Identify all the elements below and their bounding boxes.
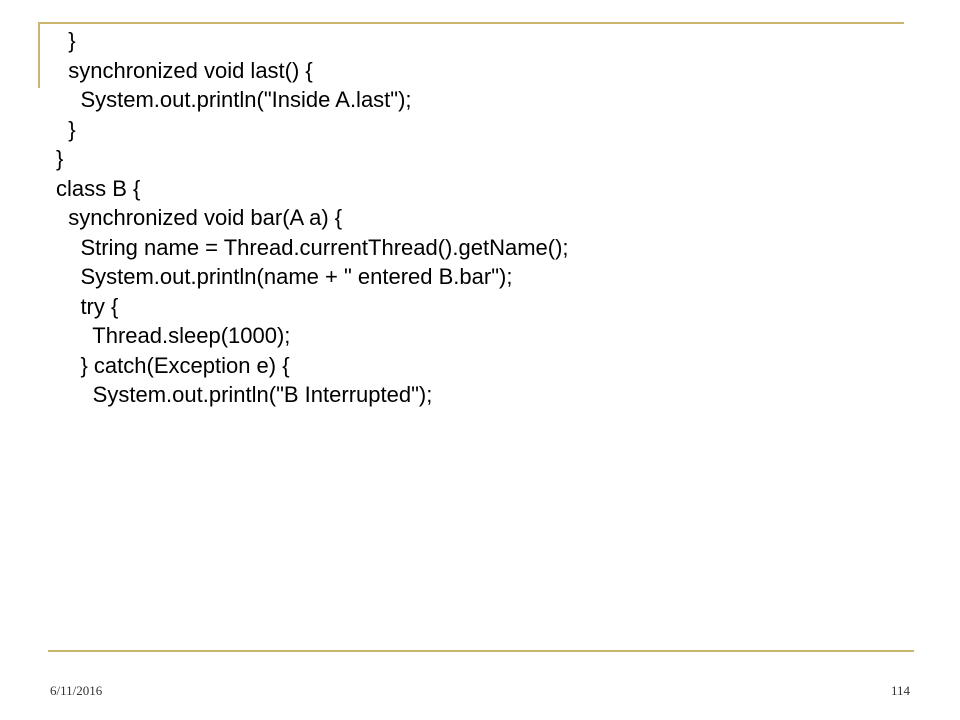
code-line: String name = Thread.currentThread().get… [56,234,569,260]
left-accent-rule [38,22,40,88]
bottom-rule [48,650,914,652]
code-line: } [56,28,76,53]
code-line: } [56,116,76,142]
footer-date: 6/11/2016 [50,683,103,698]
code-block: } synchronized void last() { System.out.… [56,26,569,410]
code-line: } catch(Exception e) { [56,352,290,378]
code-line: System.out.println(name + " entered B.ba… [56,264,513,289]
code-line: System.out.println("Inside A.last"); [56,87,412,112]
code-line: } [56,146,64,171]
code-line: synchronized void bar(A a) { [56,205,343,230]
code-line: Thread.sleep(1000); [56,323,291,348]
top-rule [40,22,904,24]
page-number: 114 [890,683,910,698]
code-line: synchronized void last() { [56,57,313,83]
code-line: System.out.println("B Interrupted"); [56,382,433,407]
code-line: class B { [56,175,141,201]
code-line: try { [56,293,119,319]
